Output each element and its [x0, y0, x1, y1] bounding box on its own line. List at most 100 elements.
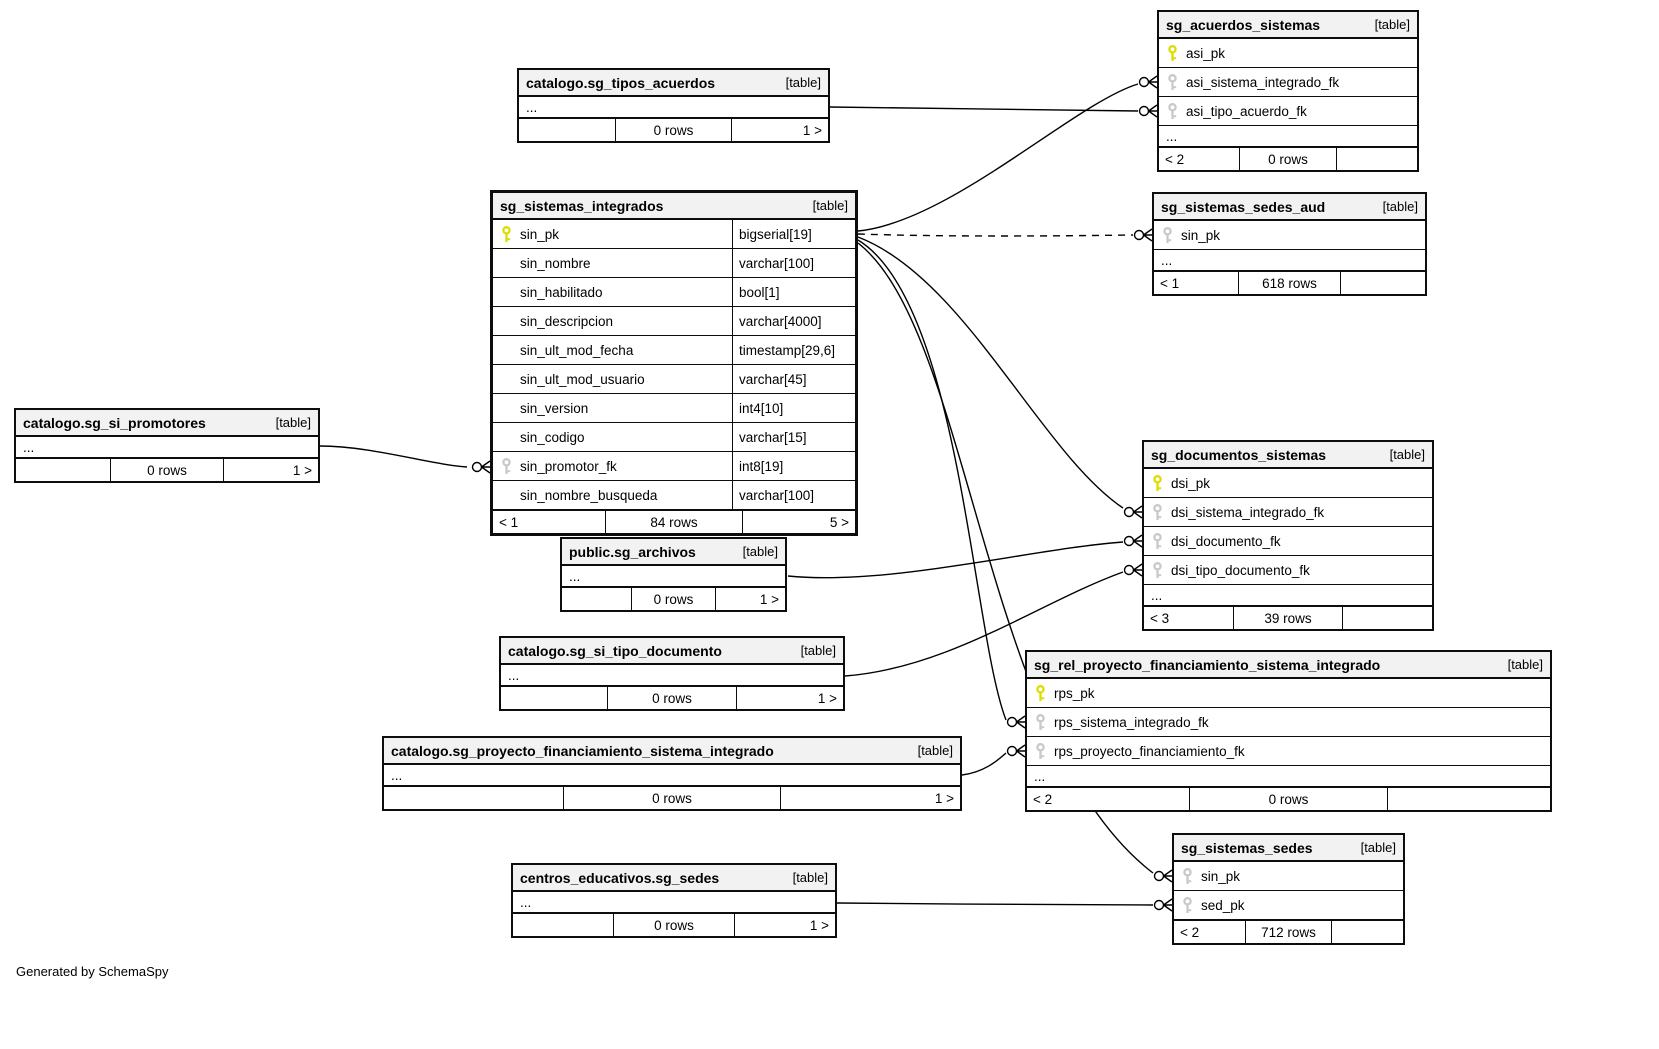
- fk-icon-slot: [1174, 891, 1201, 919]
- column-type: varchar[4000]: [732, 307, 855, 335]
- column-row-...: ...: [519, 97, 828, 118]
- table-tag: [table]: [812, 198, 848, 213]
- crowfoot-marker: [1163, 898, 1173, 912]
- table-header: sg_sistemas_integrados [table]: [493, 193, 855, 220]
- footer-row-count: 0 rows: [614, 119, 733, 141]
- primary-key-icon: [502, 225, 511, 242]
- zero-or-many-circle: [1153, 899, 1165, 911]
- crowfoot-marker: [1148, 104, 1158, 118]
- table-tag: [table]: [800, 643, 836, 658]
- table-title[interactable]: catalogo.sg_si_tipo_documento: [508, 642, 722, 659]
- fk-icon-slot: [1027, 737, 1054, 765]
- column-name: sin_ult_mod_fecha: [520, 342, 634, 358]
- fk-icon-slot: [1027, 708, 1054, 736]
- zero-or-many-circle: [471, 461, 483, 473]
- table-title[interactable]: public.sg_archivos: [569, 543, 696, 560]
- column-name: dsi_tipo_documento_fk: [1171, 562, 1310, 578]
- table-sg_documentos_sistemas: sg_documentos_sistemas [table] dsi_pk dsi_s…: [1142, 440, 1434, 631]
- table-title[interactable]: sg_sistemas_sedes: [1181, 839, 1313, 856]
- zero-or-many-circle: [1138, 105, 1150, 117]
- table-tag: [table]: [1389, 447, 1425, 462]
- column-name: ...: [391, 767, 403, 783]
- icon-slot-empty: [493, 278, 520, 306]
- crowfoot-marker: [1148, 75, 1158, 89]
- zero-or-many-circle: [1133, 229, 1145, 241]
- fk-icon-slot: [1144, 498, 1171, 526]
- column-row-sin_ult_mod_fecha: sin_ult_mod_fecha timestamp[29,6]: [493, 336, 855, 365]
- footer-child-count: 1 >: [934, 790, 954, 806]
- icon-slot-empty: [493, 394, 520, 422]
- table-header: centros_educativos.sg_sedes [table]: [513, 865, 835, 892]
- footer-parent-count: [513, 914, 613, 936]
- footer-parent-count: < 2: [1033, 791, 1053, 807]
- table-title[interactable]: sg_sistemas_sedes_aud: [1161, 198, 1326, 215]
- table-header: sg_acuerdos_sistemas[table]: [1159, 12, 1417, 39]
- footer-child-count: [1341, 272, 1425, 294]
- table-title[interactable]: sg_rel_proyecto_financiamiento_sistema_i…: [1034, 656, 1381, 673]
- table-header: sg_documentos_sistemas [table]: [1144, 442, 1432, 469]
- zero-or-many-circle: [1123, 535, 1135, 547]
- foreign-key-icon: [1036, 742, 1045, 759]
- table-title[interactable]: sg_acuerdos_sistemas: [1166, 16, 1321, 33]
- table-title[interactable]: catalogo.sg_proyecto_financiamiento_sist…: [391, 742, 774, 759]
- column-row-...: ...: [384, 765, 960, 786]
- relationship-line: [961, 752, 1007, 776]
- table-sg_sistemas_sedes_aud: sg_sistemas_sedes_aud[table]sin_pk...< 1…: [1152, 192, 1427, 296]
- table-title[interactable]: centros_educativos.sg_sedes: [520, 869, 720, 886]
- table-title[interactable]: sg_documentos_sistemas: [1151, 446, 1327, 463]
- column-type: timestamp[29,6]: [732, 336, 855, 364]
- column-name: ...: [526, 99, 538, 115]
- footer-child-count: 5 >: [829, 514, 849, 530]
- icon-slot-empty: [493, 481, 520, 509]
- column-type: varchar[45]: [732, 365, 855, 393]
- crowfoot-marker: [1133, 534, 1143, 548]
- icon-slot-empty: [493, 336, 520, 364]
- column-name: sin_pk: [520, 226, 560, 242]
- table-tag: [table]: [792, 870, 828, 885]
- relationship-line: [857, 236, 1124, 509]
- foreign-key-icon: [1153, 503, 1162, 520]
- column-name: asi_tipo_acuerdo_fk: [1186, 103, 1307, 119]
- zero-or-many-circle: [1006, 716, 1018, 728]
- footer-row-count: 0 rows: [562, 787, 782, 809]
- primary-key-icon: [1036, 684, 1045, 701]
- crowfoot-marker: [481, 460, 491, 474]
- column-type: bool[1]: [732, 278, 855, 306]
- footer-row-count: 0 rows: [1189, 788, 1388, 810]
- table-header: sg_rel_proyecto_financiamiento_sistema_i…: [1027, 652, 1550, 679]
- zero-or-many-circle: [1153, 870, 1165, 882]
- relationship-line: [829, 106, 1139, 112]
- footer-child-count: 1 >: [292, 462, 312, 478]
- table-title[interactable]: catalogo.sg_tipos_acuerdos: [526, 74, 716, 91]
- footer-child-count: 1 >: [809, 917, 829, 933]
- relationship-catalogo.sg_tipos_acuerdos-to-sg_acuerdos_sistemas: [829, 104, 1158, 118]
- column-name: sin_descripcion: [520, 313, 614, 329]
- footer-row-count: 0 rows: [607, 687, 737, 709]
- column-row-dsi_tipo_documento_fk: dsi_tipo_documento_fk: [1144, 556, 1432, 585]
- column-row-rps_pk: rps_pk: [1027, 679, 1550, 708]
- relationship-centros_educativos.sg_sedes-to-sg_sistemas_sedes: [836, 898, 1173, 912]
- crowfoot-marker: [1016, 715, 1026, 729]
- column-row-dsi_sistema_integrado_fk: dsi_sistema_integrado_fk: [1144, 498, 1432, 527]
- table-tag: [table]: [1507, 657, 1543, 672]
- column-name: rps_pk: [1054, 685, 1095, 701]
- table-title[interactable]: catalogo.sg_si_promotores: [23, 414, 206, 431]
- table-title[interactable]: sg_sistemas_integrados: [500, 197, 664, 214]
- table-centros_educativos.sg_sedes: centros_educativos.sg_sedes [table]... 0 r…: [511, 863, 837, 938]
- foreign-key-icon: [1036, 713, 1045, 730]
- table-header: sg_sistemas_sedes[table]: [1174, 835, 1403, 862]
- foreign-key-icon: [1153, 532, 1162, 549]
- column-name: ...: [520, 894, 532, 910]
- footer-row-count: 618 rows: [1238, 272, 1341, 294]
- column-name: dsi_pk: [1171, 475, 1211, 491]
